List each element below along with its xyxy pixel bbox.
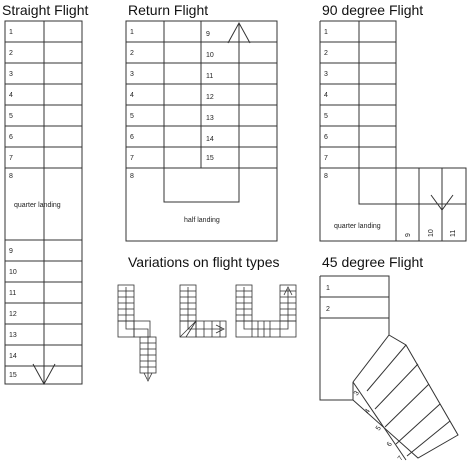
step-label: 7 [9, 155, 13, 162]
ninety-flight-labels: 1 2 3 4 5 6 7 8 quarter landing 9 10 11 [324, 29, 457, 237]
straight-flight-diagram [4, 20, 83, 386]
return-flight-labels: 1 2 3 4 5 6 7 8 9 10 11 12 13 14 15 half… [130, 29, 220, 224]
ninety-arrowhead [430, 194, 454, 211]
ninety-walkline [358, 168, 396, 205]
step-label: 6 [9, 134, 13, 141]
step-label: 6 [324, 134, 328, 141]
variation-u-shape [235, 284, 297, 338]
step-label: 9 [206, 31, 210, 38]
step-label: 1 [326, 285, 330, 292]
step-label: 15 [206, 155, 214, 162]
step-label: 3 [130, 71, 134, 78]
step-label: 12 [206, 94, 214, 101]
straight-flight-labels: 1 2 3 4 5 6 7 8 quarter landing 9 10 11 … [9, 29, 61, 379]
step-label: 4 [130, 92, 134, 99]
step-label: 5 [324, 113, 328, 120]
straight-arrowhead [32, 363, 56, 386]
landing-label: half landing [184, 217, 220, 224]
return-arrowhead [227, 21, 251, 44]
step-label: 2 [326, 306, 330, 313]
step-label: 14 [206, 136, 214, 143]
step-label: 9 [9, 248, 13, 255]
step-label: 14 [9, 353, 17, 360]
variation-winder [179, 284, 227, 338]
step-label: 4 [364, 408, 372, 415]
step-label: 11 [206, 73, 213, 80]
step-label: 6 [386, 441, 394, 448]
step-label: 5 [9, 113, 13, 120]
title-45-degree-flight: 45 degree Flight [322, 254, 424, 270]
step-label: 7 [130, 155, 134, 162]
landing-label: quarter landing [334, 223, 381, 230]
step-label: 10 [206, 52, 214, 59]
step-label: 6 [130, 134, 134, 141]
fortyfive-flight-labels: 1 2 3 4 5 6 7 [326, 285, 405, 462]
ninety-outline [319, 20, 467, 242]
step-label: 2 [9, 50, 13, 57]
step-label: 1 [324, 29, 328, 36]
step-label: 5 [375, 425, 383, 432]
step-label: 4 [9, 92, 13, 99]
step-label: 3 [353, 390, 361, 397]
variation-l-shape [117, 284, 157, 382]
step-label: 1 [9, 29, 13, 36]
step-label: 11 [9, 290, 16, 297]
step-label: 1 [130, 29, 134, 36]
title-return-flight: Return Flight [128, 2, 209, 18]
step-label: 13 [206, 115, 214, 122]
step-label: 9 [405, 233, 412, 237]
step-label: 13 [9, 332, 17, 339]
step-label: 8 [9, 173, 13, 180]
step-label: 10 [9, 269, 17, 276]
step-label: 8 [324, 173, 328, 180]
step-label: 5 [130, 113, 134, 120]
step-label: 7 [397, 455, 405, 462]
return-flight-diagram [125, 20, 278, 242]
title-variations: Variations on flight types [128, 254, 280, 270]
landing-label: quarter landing [14, 202, 61, 209]
step-label: 2 [324, 50, 328, 57]
title-straight-flight: Straight Flight [2, 2, 89, 18]
title-90-degree-flight: 90 degree Flight [322, 2, 424, 18]
step-label: 11 [450, 230, 457, 237]
step-label: 3 [324, 71, 328, 78]
step-label: 7 [324, 155, 328, 162]
step-label: 2 [130, 50, 134, 57]
step-label: 12 [9, 311, 17, 318]
return-walkline [163, 21, 240, 203]
step-label: 3 [9, 71, 13, 78]
fortyfive-outline [319, 275, 459, 459]
step-label: 4 [324, 92, 328, 99]
ninety-flight-diagram [319, 20, 467, 242]
step-label: 10 [428, 229, 435, 237]
step-label: 15 [9, 372, 17, 379]
step-label: 8 [130, 173, 134, 180]
fortyfive-flight-diagram [319, 275, 459, 461]
